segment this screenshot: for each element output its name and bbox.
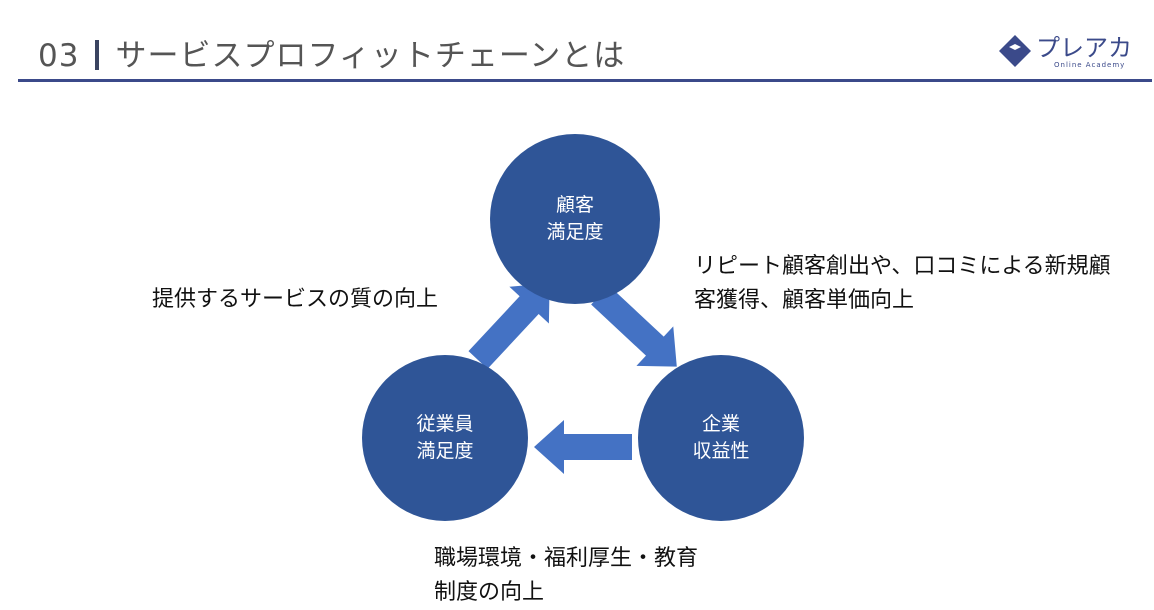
logo-subtitle: Online Academy (1054, 61, 1126, 69)
title-text: サービスプロフィットチェーンとは (115, 38, 626, 74)
label-revenue-effects: リピート顧客創出や、口コミによる新規顧 客獲得、顧客単価向上 (694, 250, 1111, 318)
arrow-employee-to-customer (468, 283, 550, 369)
node-label: 満足度 (546, 221, 604, 243)
label-line: 職場環境・福利厚生・教育 (434, 546, 699, 571)
section-number: 03 (38, 38, 80, 74)
logo-diamond-icon (999, 35, 1031, 67)
label-line: 制度の向上 (434, 580, 545, 605)
label-line: リピート顧客創出や、口コミによる新規顧 (694, 254, 1111, 279)
header-rule (18, 79, 1152, 82)
node-label: 企業 (701, 413, 740, 435)
node-employee-satisfaction: 従業員 満足度 (362, 355, 528, 521)
node-customer-satisfaction: 顧客 満足度 (490, 134, 660, 304)
label-workplace-improvement: 職場環境・福利厚生・教育 制度の向上 (434, 542, 698, 610)
logo-name: プレアカ (1036, 34, 1132, 62)
title-divider (95, 40, 100, 70)
node-corporate-profitability: 企業 収益性 (638, 355, 804, 521)
node-label: 満足度 (416, 440, 474, 462)
arrow-customer-to-profit (591, 285, 677, 367)
arrow-profit-to-employee (534, 420, 632, 474)
slide-title: 03 サービスプロフィットチェーンとは (38, 30, 625, 75)
node-label: 収益性 (692, 440, 750, 462)
node-label: 従業員 (416, 413, 474, 435)
label-line: 客獲得、顧客単価向上 (694, 288, 915, 313)
label-service-quality: 提供するサービスの質の向上 (152, 287, 439, 312)
logo: プレアカ Online Academy (998, 30, 1148, 75)
node-label: 顧客 (555, 194, 594, 216)
